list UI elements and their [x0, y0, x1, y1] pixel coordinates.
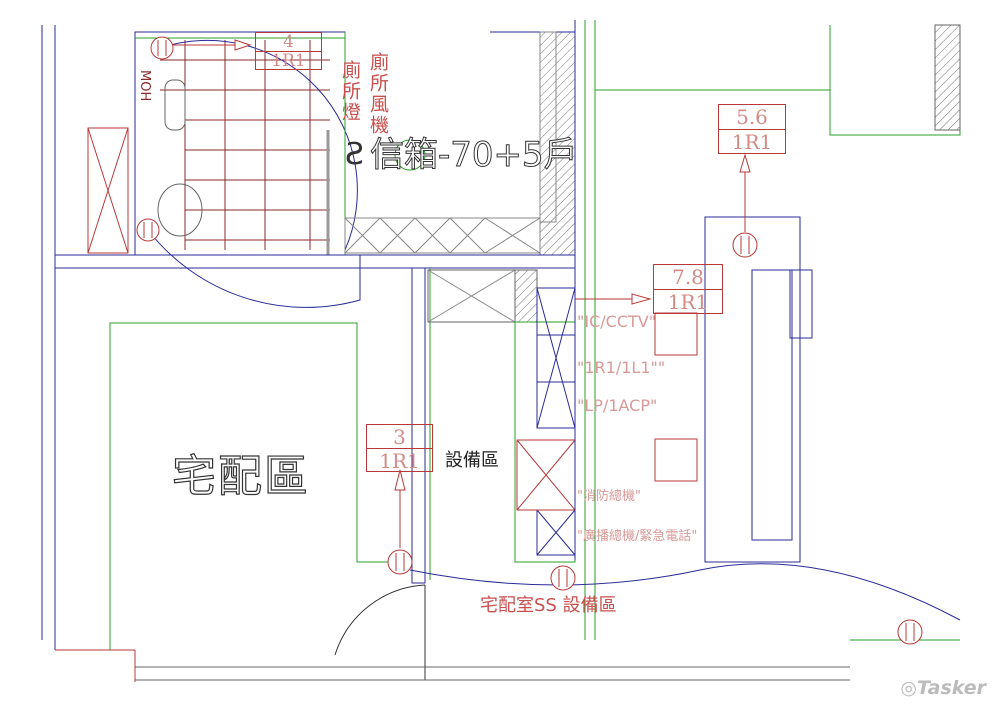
- mailbox-mark: S: [345, 137, 365, 172]
- tag-number: 4: [256, 32, 321, 52]
- watermark-text: Tasker: [916, 677, 986, 699]
- label-mailbox: 信箱-70+5戶: [370, 135, 579, 175]
- label-broadcast-panel: "廣播總機/緊急電話": [577, 529, 698, 544]
- label-ic-cctv: "IC/CCTV": [577, 312, 657, 331]
- label-delivery-room-equipment: 宅配室SS 設備區: [480, 595, 617, 616]
- label-1r1-1l1: "1R1/1L1"": [577, 358, 666, 377]
- tasker-watermark: ◎Tasker: [900, 677, 986, 699]
- label-equipment-area: 設備區: [445, 450, 499, 471]
- label-delivery-area: 宅配區: [171, 451, 310, 502]
- side-mark: MOH: [137, 70, 152, 102]
- label-lp-1acp: "LP/1ACP": [577, 396, 658, 415]
- label-fire-panel: "消防總機": [577, 489, 641, 504]
- tag-number: 7.8: [654, 265, 722, 290]
- tag-code: 1R1: [379, 448, 420, 473]
- label-toilet-light: 廁所燈: [339, 60, 361, 123]
- label-toilet-fan: 廁所風機: [367, 52, 389, 136]
- tag-code: 1R1: [731, 130, 773, 154]
- tasker-logo-icon: ◎: [900, 677, 917, 699]
- tag-number: 3: [367, 425, 432, 449]
- tag-code: 1R1: [271, 51, 306, 71]
- tag-code: 1R1: [667, 290, 709, 314]
- tag-number: 5.6: [719, 105, 785, 130]
